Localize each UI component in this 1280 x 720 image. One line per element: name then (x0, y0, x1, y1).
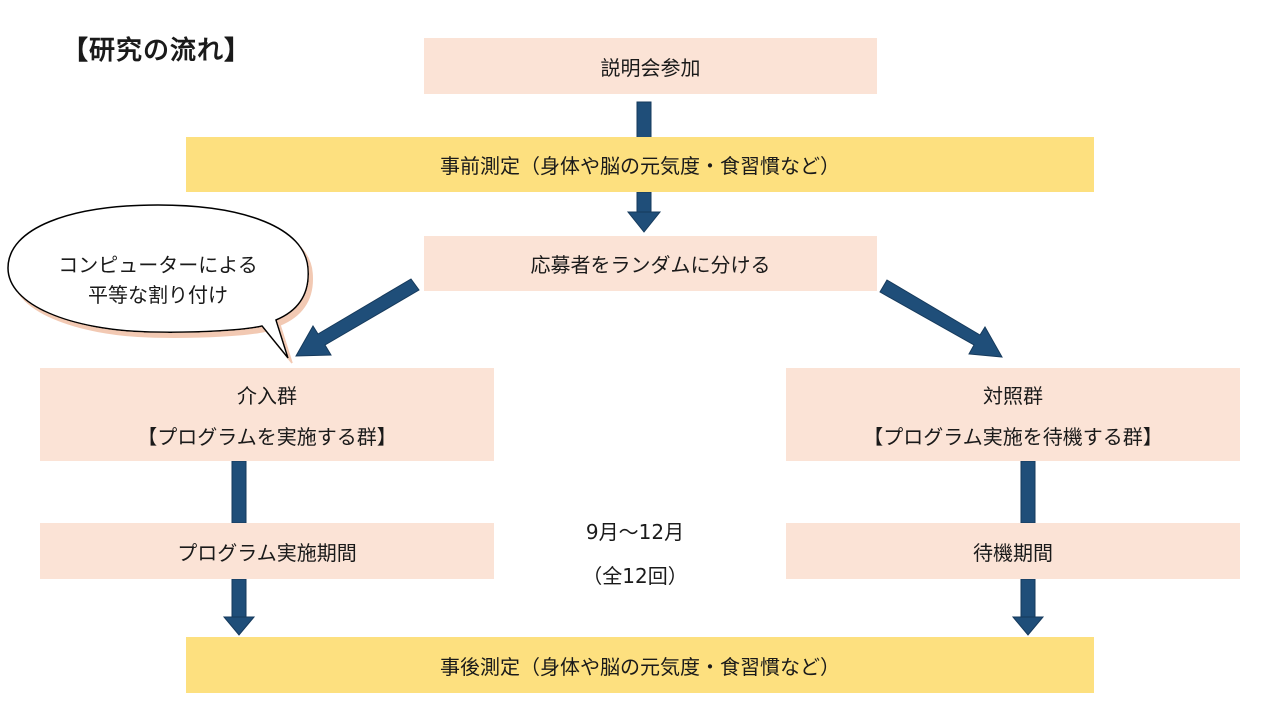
diagram-title: 【研究の流れ】 (62, 36, 252, 66)
pre-measurement-box: 事前測定（身体や脳の元気度・食習慣など） (186, 137, 1094, 192)
intervention-group-description: 【プログラムを実施する群】 (137, 424, 397, 449)
control-group-box: 対照群 【プログラム実施を待機する群】 (786, 368, 1240, 461)
randomize-label: 応募者をランダムに分ける (530, 253, 771, 277)
program-period-label: プログラム実施期間 (177, 540, 357, 565)
arrow-period-to-post-left (222, 578, 256, 636)
control-group-description: 【プログラム実施を待機する群】 (863, 424, 1163, 449)
control-group-name: 対照群 (983, 383, 1043, 408)
randomize-box: 応募者をランダムに分ける (424, 236, 877, 291)
waiting-period-box: 待機期間 (786, 523, 1240, 579)
program-period-box: プログラム実施期間 (40, 523, 494, 579)
intervention-group-box: 介入群 【プログラムを実施する群】 (40, 368, 494, 461)
arrow-pre-to-randomize (626, 191, 662, 233)
arrow-period-to-post-right (1011, 578, 1045, 636)
period-sessions: （全12回） (582, 564, 688, 588)
arrow-briefing-to-pre (636, 101, 652, 139)
arrow-randomize-to-intervention (295, 278, 420, 357)
callout-text: コンピューターによる 平等な割り付け (20, 250, 296, 310)
post-measurement-label: 事後測定（身体や脳の元気度・食習慣など） (440, 654, 840, 679)
period-months: 9月～12月 (585, 520, 685, 544)
callout-line1: コンピューターによる (58, 253, 258, 277)
callout-line2: 平等な割り付け (88, 283, 228, 307)
period-note: 9月～12月 （全12回） (560, 510, 710, 598)
arrow-intervention-to-period (231, 460, 247, 524)
briefing-label: 説明会参加 (600, 55, 701, 80)
intervention-group-name: 介入群 (237, 383, 297, 408)
arrow-control-to-period (1020, 460, 1036, 524)
briefing-box: 説明会参加 (424, 38, 877, 94)
pre-measurement-label: 事前測定（身体や脳の元気度・食習慣など） (440, 154, 840, 178)
waiting-period-label: 待機期間 (973, 540, 1053, 565)
post-measurement-box: 事後測定（身体や脳の元気度・食習慣など） (186, 637, 1094, 693)
arrow-randomize-to-control (879, 279, 1003, 358)
